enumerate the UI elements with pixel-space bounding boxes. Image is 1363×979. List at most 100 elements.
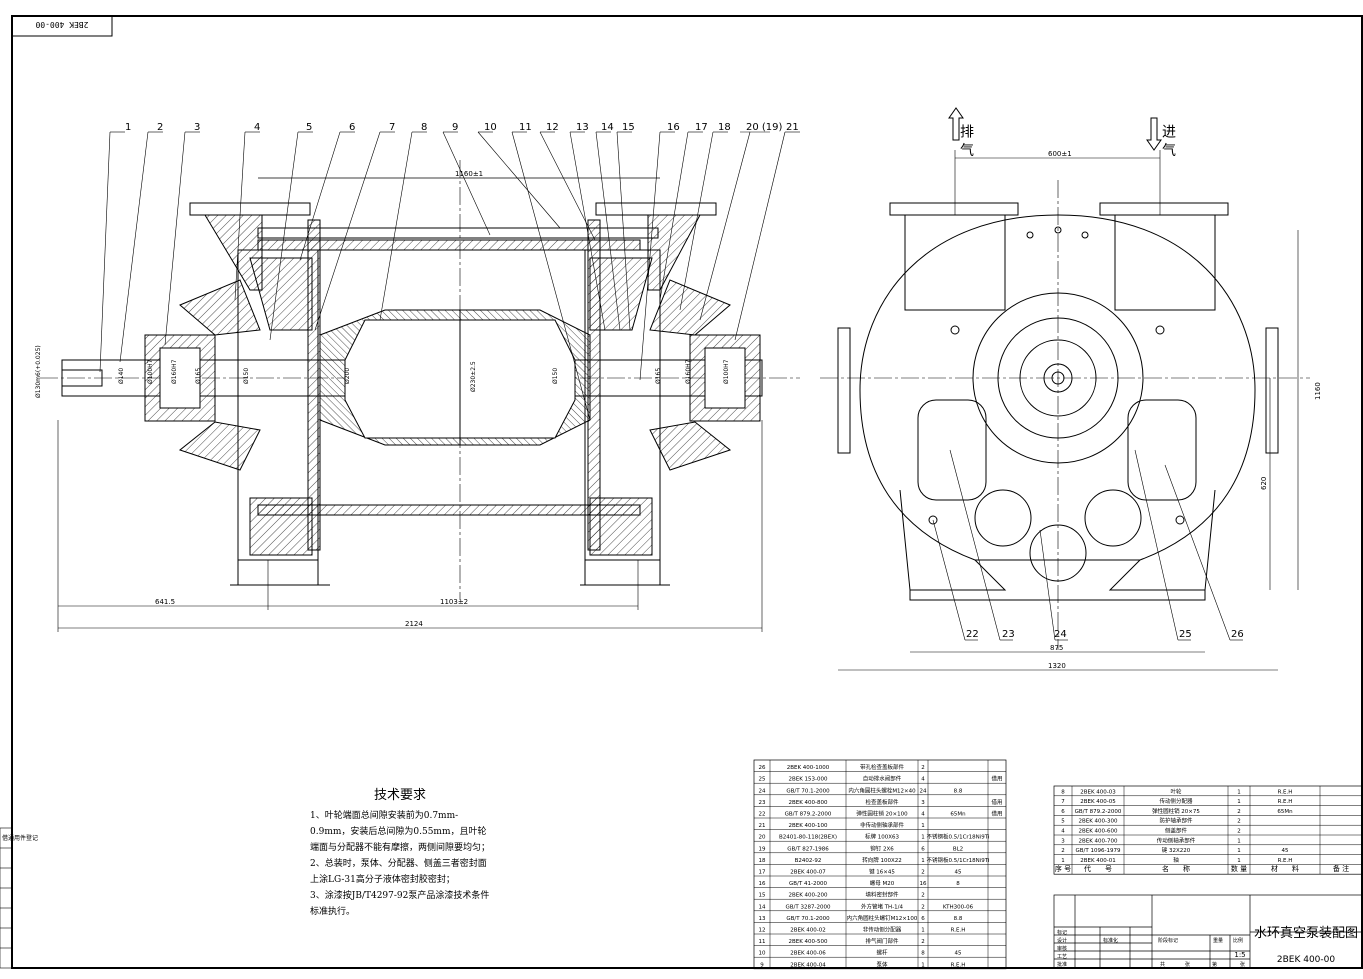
svg-text:设计: 设计 (1057, 937, 1067, 944)
svg-text:Ø230±2.5: Ø230±2.5 (470, 361, 477, 392)
svg-text:3: 3 (194, 122, 200, 133)
bom-cell-code: GB/T 827-1986 (787, 846, 829, 852)
bom-cell-qty: 2 (1237, 819, 1241, 825)
bom-cell-code: 2BEK 400-06 (790, 951, 826, 957)
svg-text:张: 张 (1240, 961, 1245, 968)
svg-text:23: 23 (1002, 629, 1015, 640)
bom-header-no: 序 号 (1055, 864, 1071, 873)
svg-text:Ø150: Ø150 (552, 368, 559, 384)
bom-cell-name: 外方管堵 TH-1/4 (861, 902, 904, 910)
bom-cell-qty: 1 (1237, 789, 1241, 795)
bom-cell-mat: BL2 (953, 846, 963, 852)
svg-text:共: 共 (1160, 961, 1165, 968)
bom-cell-no: 7 (1061, 799, 1065, 805)
technical-requirements: 技术要求 1、叶轮端面总间隙安装前为0.7mm-0.9mm，安装后总间隙为0.5… (310, 788, 490, 920)
bom-cell-mat: R.E.H (951, 928, 966, 934)
bom-header-qty: 数 量 (1231, 864, 1247, 873)
side-labels: 600±1 875 1320 620 1160 22 23 24 25 26 (966, 150, 1322, 670)
bom-cell-qty: 1 (1237, 838, 1241, 844)
svg-text:Ø160H7: Ø160H7 (685, 359, 692, 384)
svg-text:比例: 比例 (1233, 937, 1243, 944)
svg-text:Ø160H7: Ø160H7 (171, 359, 178, 384)
left-strip (0, 827, 13, 969)
title-block (1053, 894, 1363, 969)
svg-text:641.5: 641.5 (155, 598, 175, 606)
bom-cell-name: 螺杆 (876, 949, 888, 957)
bom-header: 序 号代 号名 称数 量材 料备 注 (1055, 864, 1349, 873)
svg-text:批准: 批准 (1057, 961, 1067, 968)
bom-cell-mat: 不锈钢板0.5/1Cr18Ni9Ti (926, 856, 990, 864)
bom-cell-qty: 2 (921, 870, 925, 876)
bom-cell-no: 24 (759, 788, 766, 794)
svg-text:1103±2: 1103±2 (440, 598, 468, 606)
svg-text:2BEK 400-00: 2BEK 400-00 (35, 20, 88, 29)
bom-cell-code: 2BEK 400-1000 (787, 765, 830, 771)
svg-text:21: 21 (786, 122, 799, 133)
svg-text:借通用件登记: 借通用件登记 (2, 834, 38, 842)
svg-text:1160±1: 1160±1 (455, 170, 483, 178)
svg-text:Ø200: Ø200 (344, 368, 351, 384)
bom-cell-code: 2BEK 400-200 (788, 893, 828, 899)
bom-cell-no: 26 (759, 765, 766, 771)
svg-text:17: 17 (695, 122, 708, 133)
airflow-arrows (948, 107, 1162, 151)
svg-text:审核: 审核 (1057, 945, 1067, 952)
bom-cell-name: 弹性圆柱销 20×75 (1152, 807, 1200, 815)
bom-cell-note: 借用 (991, 775, 1002, 783)
bom-cell-no: 9 (760, 962, 764, 968)
bom-cell-no: 10 (759, 951, 766, 957)
bom-cell-mat: R.E.H (1278, 799, 1293, 805)
bom-cell-mat: 45 (955, 870, 962, 876)
tech-req-item: 2、总装时，泵体、分配器、侧盖三者密封面上涂LG-31高分子液体密封胶密封； (310, 859, 487, 885)
svg-text:Ø100H7: Ø100H7 (723, 359, 730, 384)
intake-port (1099, 202, 1229, 216)
bom-cell-name: 带孔检查盖板部件 (860, 763, 905, 771)
bom-cell-code: B2401-80-118(2BEX) (779, 835, 837, 841)
bom-cell-no: 16 (759, 881, 766, 887)
bom-cell-name: 非传动侧轴承部件 (860, 821, 905, 829)
bom-cell-qty: 6 (921, 846, 925, 852)
bom-header-code: 代 号 (1084, 864, 1112, 873)
front-view (40, 160, 800, 600)
svg-text:16: 16 (667, 122, 680, 133)
side-view (820, 180, 1310, 650)
bom-cell-no: 4 (1061, 829, 1065, 835)
bom-cell-no: 22 (759, 812, 766, 818)
bom-cell-code: 2BEK 153-000 (788, 777, 828, 783)
svg-text:26: 26 (1231, 629, 1244, 640)
svg-text:张: 张 (1185, 961, 1190, 968)
shaft-housing (972, 292, 1144, 464)
svg-text:22: 22 (966, 629, 979, 640)
bom-cell-name: 内六角圆柱头螺钉M12×100 (847, 914, 918, 922)
bom-cell-name: 键 32X220 (1162, 846, 1191, 854)
svg-text:Ø150: Ø150 (243, 368, 250, 384)
bom-cell-name: 自动排水阀部件 (863, 775, 902, 783)
bom-cell-no: 5 (1061, 819, 1065, 825)
bom-cell-no: 13 (759, 916, 766, 922)
bom-cell-qty: 2 (921, 904, 925, 910)
bom-cell-code: 2BEK 400-05 (1080, 799, 1116, 805)
svg-text:9: 9 (452, 122, 458, 133)
bom-cell-name: 传动侧分配器 (1159, 797, 1193, 805)
bom-cell-mat: R.E.H (1278, 789, 1293, 795)
bom-cell-code: 2BEK 400-500 (788, 939, 828, 945)
svg-text:6: 6 (349, 122, 355, 133)
drawing-title: 水环真空泵装配图 (1254, 926, 1358, 941)
bom-cell-qty: 2 (1237, 809, 1241, 815)
